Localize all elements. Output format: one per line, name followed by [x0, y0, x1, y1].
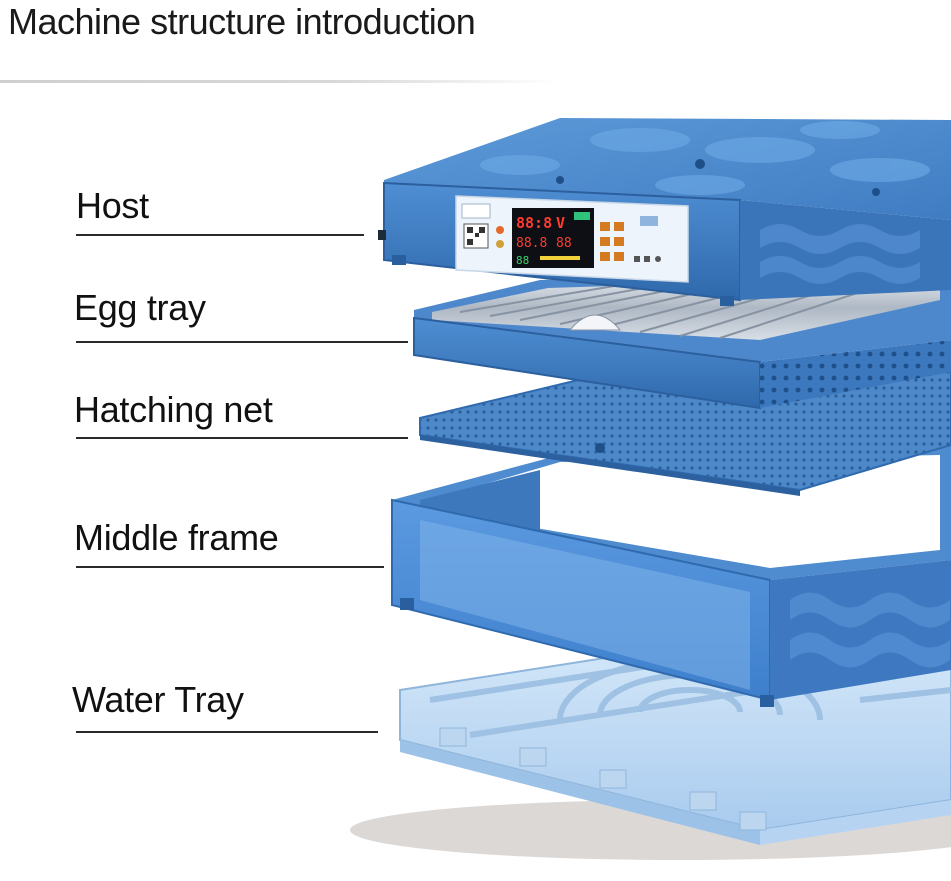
- label-water-tray: Water Tray: [72, 679, 244, 720]
- host-illustration: 88:8 V 88.8 88 88: [378, 118, 951, 306]
- water-tray-illustration: [350, 618, 951, 860]
- leader-line-hatching-net: [76, 437, 408, 439]
- middle-frame-illustration: [391, 440, 951, 707]
- page-title: Machine structure introduction: [8, 1, 476, 42]
- label-host: Host: [76, 185, 149, 226]
- leader-line-water-tray: [76, 731, 378, 733]
- title-divider: [0, 80, 560, 83]
- leader-line-middle-frame: [76, 566, 384, 568]
- label-middle-frame: Middle frame: [74, 517, 279, 558]
- display-main-readout: 88:8: [516, 214, 552, 232]
- label-hatching-net: Hatching net: [74, 389, 273, 430]
- control-buttons: [600, 222, 624, 261]
- label-egg-tray: Egg tray: [74, 287, 206, 328]
- svg-text:V: V: [556, 214, 565, 232]
- leader-line-host: [76, 234, 364, 236]
- display-row2-left: 88.8: [516, 236, 547, 251]
- display-row2-right: 88: [556, 236, 572, 251]
- leader-line-egg-tray: [76, 341, 408, 343]
- display-row3-left: 88: [516, 254, 529, 267]
- control-panel: 88:8 V 88.8 88 88: [455, 195, 689, 283]
